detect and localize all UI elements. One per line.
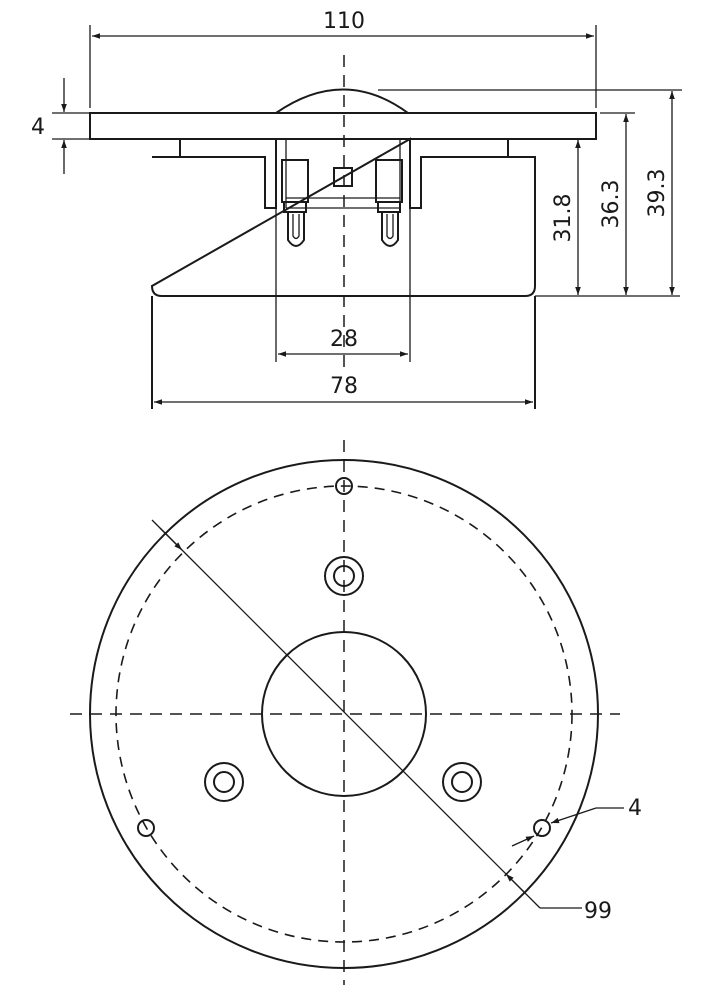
- flange-plate: [89, 112, 597, 140]
- center-opening: [261, 631, 427, 797]
- dim-99-label: 99: [584, 899, 612, 924]
- terminal-boss-top: [324, 556, 364, 596]
- dim-hole-label: 4: [628, 796, 642, 821]
- dim-99-arrow-upper: [159, 527, 183, 551]
- terminal-right: [375, 159, 403, 247]
- dim-hole-arrow-inner: [511, 835, 535, 847]
- side-view: 110 4 31.8 36.3 39.3 28 78: [31, 9, 682, 409]
- dim-28-label: 28: [330, 327, 358, 352]
- dim-36-3-label: 36.3: [599, 180, 624, 229]
- dim-78-label: 78: [330, 374, 358, 399]
- terminal-housing: [285, 139, 401, 209]
- bolt-circle: [115, 485, 573, 943]
- mounting-hole-right: [533, 819, 551, 837]
- terminal-boss-right: [442, 762, 482, 802]
- dim-99-line: [151, 519, 541, 909]
- terminal-left: [281, 159, 309, 247]
- dim-110-label: 110: [323, 9, 365, 34]
- body-outline: [150, 137, 536, 297]
- dim-99-arrow-lower: [505, 873, 525, 893]
- front-view: 99 4: [70, 440, 642, 985]
- dim-hole-arrow-outer: [550, 807, 597, 824]
- dim-4-label: 4: [31, 115, 45, 140]
- terminal-marker: [333, 167, 353, 187]
- dim-31-8-label: 31.8: [551, 194, 576, 243]
- terminal-boss-left: [204, 762, 244, 802]
- flange-outline-circle: [89, 459, 599, 969]
- dim-39-3-label: 39.3: [645, 169, 670, 218]
- mounting-hole-left: [137, 819, 155, 837]
- dome: [275, 88, 409, 114]
- mounting-hole-top: [335, 477, 353, 495]
